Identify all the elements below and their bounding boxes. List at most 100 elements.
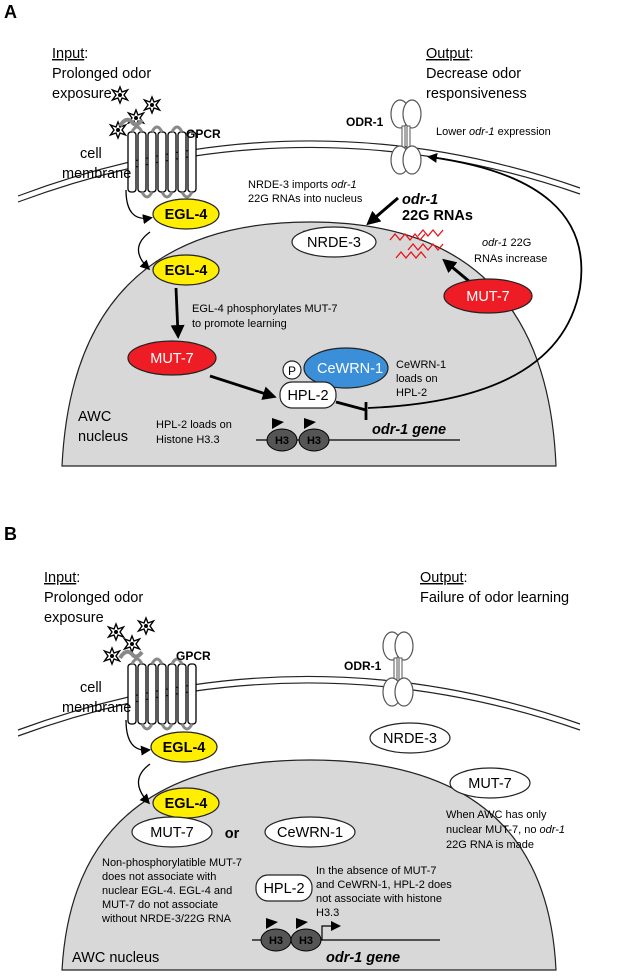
nrde3-import-line-2: 22G RNAs into nucleus bbox=[248, 193, 363, 205]
gene-label-b: odr-1 gene bbox=[326, 950, 400, 966]
cewrn1-oval bbox=[303, 347, 389, 389]
mut7-nucleus-label: MUT-7 bbox=[150, 351, 194, 367]
svg-text:NRDE-3 imports odr-1: NRDE-3 imports odr-1 bbox=[248, 179, 357, 191]
cewrn1-note-2: loads on bbox=[396, 373, 438, 385]
panel-a-letter: A bbox=[4, 2, 17, 22]
svg-text:odr-1 22G: odr-1 22G bbox=[482, 237, 531, 249]
when-line-3: 22G RNA is made bbox=[446, 839, 534, 851]
arrow-gpcr-egl4-b bbox=[125, 719, 151, 756]
input-title-b: Input bbox=[44, 570, 76, 586]
mut7-cytoplasm-label: MUT-7 bbox=[466, 289, 510, 305]
cell-membrane-label-2: membrane bbox=[62, 166, 131, 182]
lower-text-post: expression bbox=[495, 126, 551, 138]
nonphos-line-4: MUT-7 do not associate bbox=[102, 899, 218, 911]
odor-star-icon bbox=[143, 96, 161, 114]
cewrn1-label: CeWRN-1 bbox=[317, 361, 383, 377]
gpcr-label-b: GPCR bbox=[176, 649, 211, 663]
arrow-gpcr-egl4 bbox=[125, 189, 153, 225]
gpcr-label: GPCR bbox=[186, 127, 221, 141]
when-line-2-italic: odr-1 bbox=[540, 824, 565, 836]
odor-star-icon bbox=[111, 86, 129, 104]
hpl2-box-b bbox=[255, 874, 313, 902]
increase-post: 22G bbox=[507, 237, 531, 249]
gene-label: odr-1 gene bbox=[372, 422, 446, 438]
input-line-1: Prolonged odor bbox=[52, 66, 151, 82]
odr1-channel-icon bbox=[382, 631, 414, 707]
input-colon: : bbox=[84, 46, 88, 62]
cewrn1-oval-b bbox=[264, 816, 356, 848]
hpl2-loads-line-1: HPL-2 loads on bbox=[156, 419, 232, 431]
input-line-2: exposure bbox=[52, 86, 112, 102]
arrow-22g-to-nrde3 bbox=[366, 196, 399, 226]
lower-text-italic: odr-1 bbox=[469, 126, 494, 138]
cell-membrane-label-1-b: cell bbox=[80, 680, 102, 696]
phospho-line-1: EGL-4 phosphorylates MUT-7 bbox=[192, 303, 338, 315]
arrow-mut7-to-22g bbox=[442, 258, 471, 284]
output-line-1: Decrease odor bbox=[426, 66, 521, 82]
rna-wave-icon bbox=[389, 232, 426, 242]
odor-star-icon bbox=[103, 647, 121, 665]
histone-b-label: H3 bbox=[307, 435, 321, 447]
odr1-22g-italic: odr-1 bbox=[402, 192, 438, 208]
increase-italic: odr-1 bbox=[482, 237, 507, 249]
egl4-nucleus-oval bbox=[152, 254, 220, 286]
nrde3-import-italic: odr-1 bbox=[331, 179, 356, 191]
odr1-channel-icon bbox=[390, 99, 422, 175]
histone-flag-icon bbox=[272, 418, 284, 429]
when-line-2-pre: nuclear MUT-7, no bbox=[446, 824, 540, 836]
awc-label-b: AWC nucleus bbox=[72, 950, 159, 966]
nonphos-line-5: without NRDE-3/22G RNA bbox=[101, 913, 232, 925]
svg-text:Input:: Input: bbox=[44, 570, 80, 586]
mut7-nucleus-label-b: MUT-7 bbox=[150, 825, 194, 841]
cewrn1-note-1: CeWRN-1 bbox=[396, 359, 446, 371]
mut7-nucleus-oval bbox=[127, 340, 217, 376]
when-line-1: When AWC has only bbox=[446, 809, 547, 821]
egl4-nucleus-label-b: EGL-4 bbox=[165, 796, 208, 812]
increase-line-2: RNAs increase bbox=[474, 253, 547, 265]
histone-flag-icon bbox=[296, 918, 308, 929]
arrow-egl4-nucleus-b bbox=[137, 763, 151, 805]
nrde3-label-b: NRDE-3 bbox=[383, 731, 437, 747]
input-line-1-b: Prolonged odor bbox=[44, 590, 143, 606]
svg-text:nuclear MUT-7, no odr-1: nuclear MUT-7, no odr-1 bbox=[446, 824, 565, 836]
output-title-b: Output bbox=[420, 570, 464, 586]
svg-text:Lower odr-1 expression: Lower odr-1 expression bbox=[436, 126, 551, 138]
histone-flag-icon bbox=[266, 918, 278, 929]
egl4-membrane-label-b: EGL-4 bbox=[163, 740, 206, 756]
histone-b-label-b: H3 bbox=[299, 935, 313, 947]
gpcr-receptor-icon bbox=[118, 117, 198, 199]
nonphos-line-1: Non-phosphorylatible MUT-7 bbox=[102, 857, 242, 869]
awc-label-1: AWC bbox=[78, 409, 111, 425]
rna-wave-icon bbox=[417, 228, 444, 238]
feedback-arrow bbox=[367, 153, 583, 409]
awc-label-2: nucleus bbox=[78, 429, 128, 445]
hpl2-box bbox=[279, 381, 337, 409]
mut7-cytoplasm-oval-b bbox=[449, 767, 531, 799]
rna-wave-icon bbox=[395, 250, 427, 260]
input-line-2-b: exposure bbox=[44, 610, 104, 626]
cell-membrane-inner-b bbox=[17, 682, 581, 737]
hpl2-label: HPL-2 bbox=[287, 388, 328, 404]
nrde3-oval-b bbox=[369, 722, 451, 754]
histone-icon bbox=[298, 428, 330, 452]
absence-line-2: and CeWRN-1, HPL-2 does bbox=[316, 879, 452, 891]
cewrn1-note-3: HPL-2 bbox=[396, 387, 427, 399]
output-colon: : bbox=[470, 46, 474, 62]
cell-membrane-inner bbox=[17, 146, 581, 203]
cell-membrane-label-1: cell bbox=[80, 146, 102, 162]
lower-text-pre: Lower bbox=[436, 126, 469, 138]
arrow-egl4-to-mut7 bbox=[170, 287, 185, 339]
phospho-p-label: P bbox=[288, 364, 296, 378]
odor-star-icon bbox=[107, 623, 125, 641]
svg-text:Input:: Input: bbox=[52, 46, 88, 62]
panel-a: A Input: Prolonged odor exposure Output:… bbox=[4, 2, 583, 467]
hpl2-loads-line-2: Histone H3.3 bbox=[156, 434, 220, 446]
odr1-receptor-label-b: ODR-1 bbox=[344, 659, 382, 673]
output-title: Output bbox=[426, 46, 470, 62]
mut7-cytoplasm-oval bbox=[443, 278, 533, 314]
output-line-2: responsiveness bbox=[426, 86, 527, 102]
nrde3-oval bbox=[291, 226, 377, 258]
nrde3-label: NRDE-3 bbox=[307, 235, 361, 251]
histone-a-label-b: H3 bbox=[269, 935, 283, 947]
panel-b-letter: B bbox=[4, 524, 17, 544]
